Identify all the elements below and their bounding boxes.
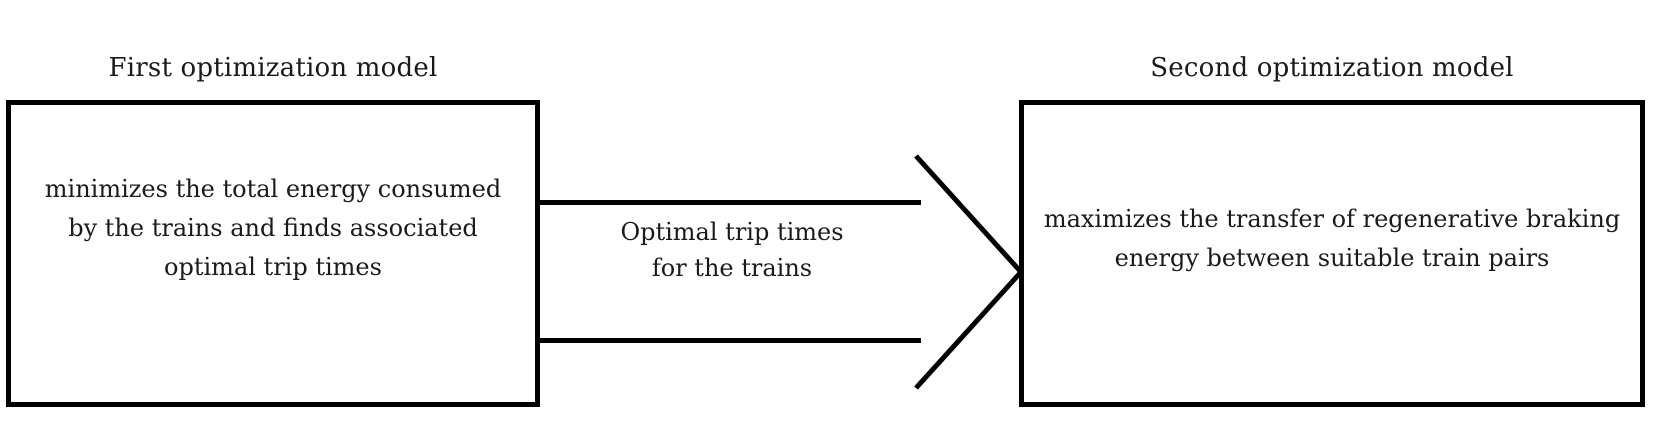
- first-model-body: minimizes the total energy consumed by t…: [11, 170, 535, 287]
- arrow-label: Optimal trip times for the trains: [546, 214, 918, 286]
- arrow-head-lower: [914, 270, 1023, 390]
- arrow-head-upper: [914, 154, 1023, 274]
- arrow-label-line-1: Optimal trip times: [620, 218, 844, 246]
- second-model-body-line-1: maximizes the transfer of regenerative b…: [1043, 204, 1621, 233]
- first-model-body-line-3: optimal trip times: [164, 252, 382, 281]
- first-model-body-line-1: minimizes the total energy consumed: [44, 175, 502, 204]
- first-model-box: minimizes the total energy consumed by t…: [6, 100, 540, 407]
- second-model-body: maximizes the transfer of regenerative b…: [1024, 200, 1640, 278]
- second-model-body-line-2: energy between suitable train pairs: [1114, 243, 1550, 272]
- arrow-label-line-2: for the trains: [651, 254, 813, 282]
- second-model-box: maximizes the transfer of regenerative b…: [1019, 100, 1645, 407]
- first-model-title: First optimization model: [108, 53, 438, 83]
- first-model-body-line-2: by the trains and finds associated: [68, 214, 478, 243]
- second-model-title: Second optimization model: [1150, 53, 1514, 83]
